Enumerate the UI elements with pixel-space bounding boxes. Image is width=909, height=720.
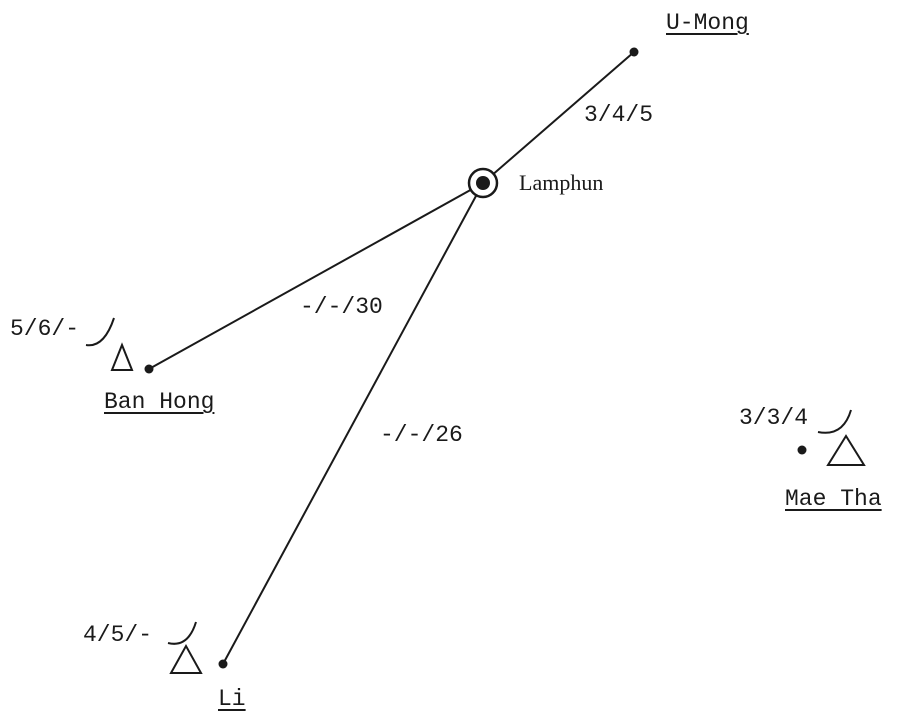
u-mong-label: U-Mong xyxy=(666,10,749,36)
li-dot xyxy=(218,659,228,669)
route-line-lamphun-u-mong xyxy=(482,51,635,184)
route-line-lamphun-ban-hong xyxy=(148,182,484,370)
u-mong-dot xyxy=(629,47,639,57)
li-label: Li xyxy=(218,686,246,712)
ban-hong-label: Ban Hong xyxy=(104,389,215,415)
route-line-lamphun-li xyxy=(222,182,484,665)
li-station-icon xyxy=(167,621,203,674)
ban-hong-station-icon xyxy=(85,317,134,371)
ban-hong-dot xyxy=(144,364,154,374)
lamphun-label: Lamphun xyxy=(519,170,604,195)
li-note: 4/5/- xyxy=(83,622,153,648)
mae-tha-dot xyxy=(797,445,807,455)
route-label-lamphun-ban-hong: -/-/30 xyxy=(300,294,383,320)
mae-tha-label: Mae Tha xyxy=(785,486,882,512)
ban-hong-note: 5/6/- xyxy=(10,316,80,342)
route-label-lamphun-u-mong: 3/4/5 xyxy=(584,102,654,128)
lamphun-hub-marker xyxy=(467,167,499,199)
mae-tha-station-icon xyxy=(817,409,866,466)
route-label-lamphun-li: -/-/26 xyxy=(380,422,463,448)
mae-tha-note: 3/3/4 xyxy=(739,405,809,431)
